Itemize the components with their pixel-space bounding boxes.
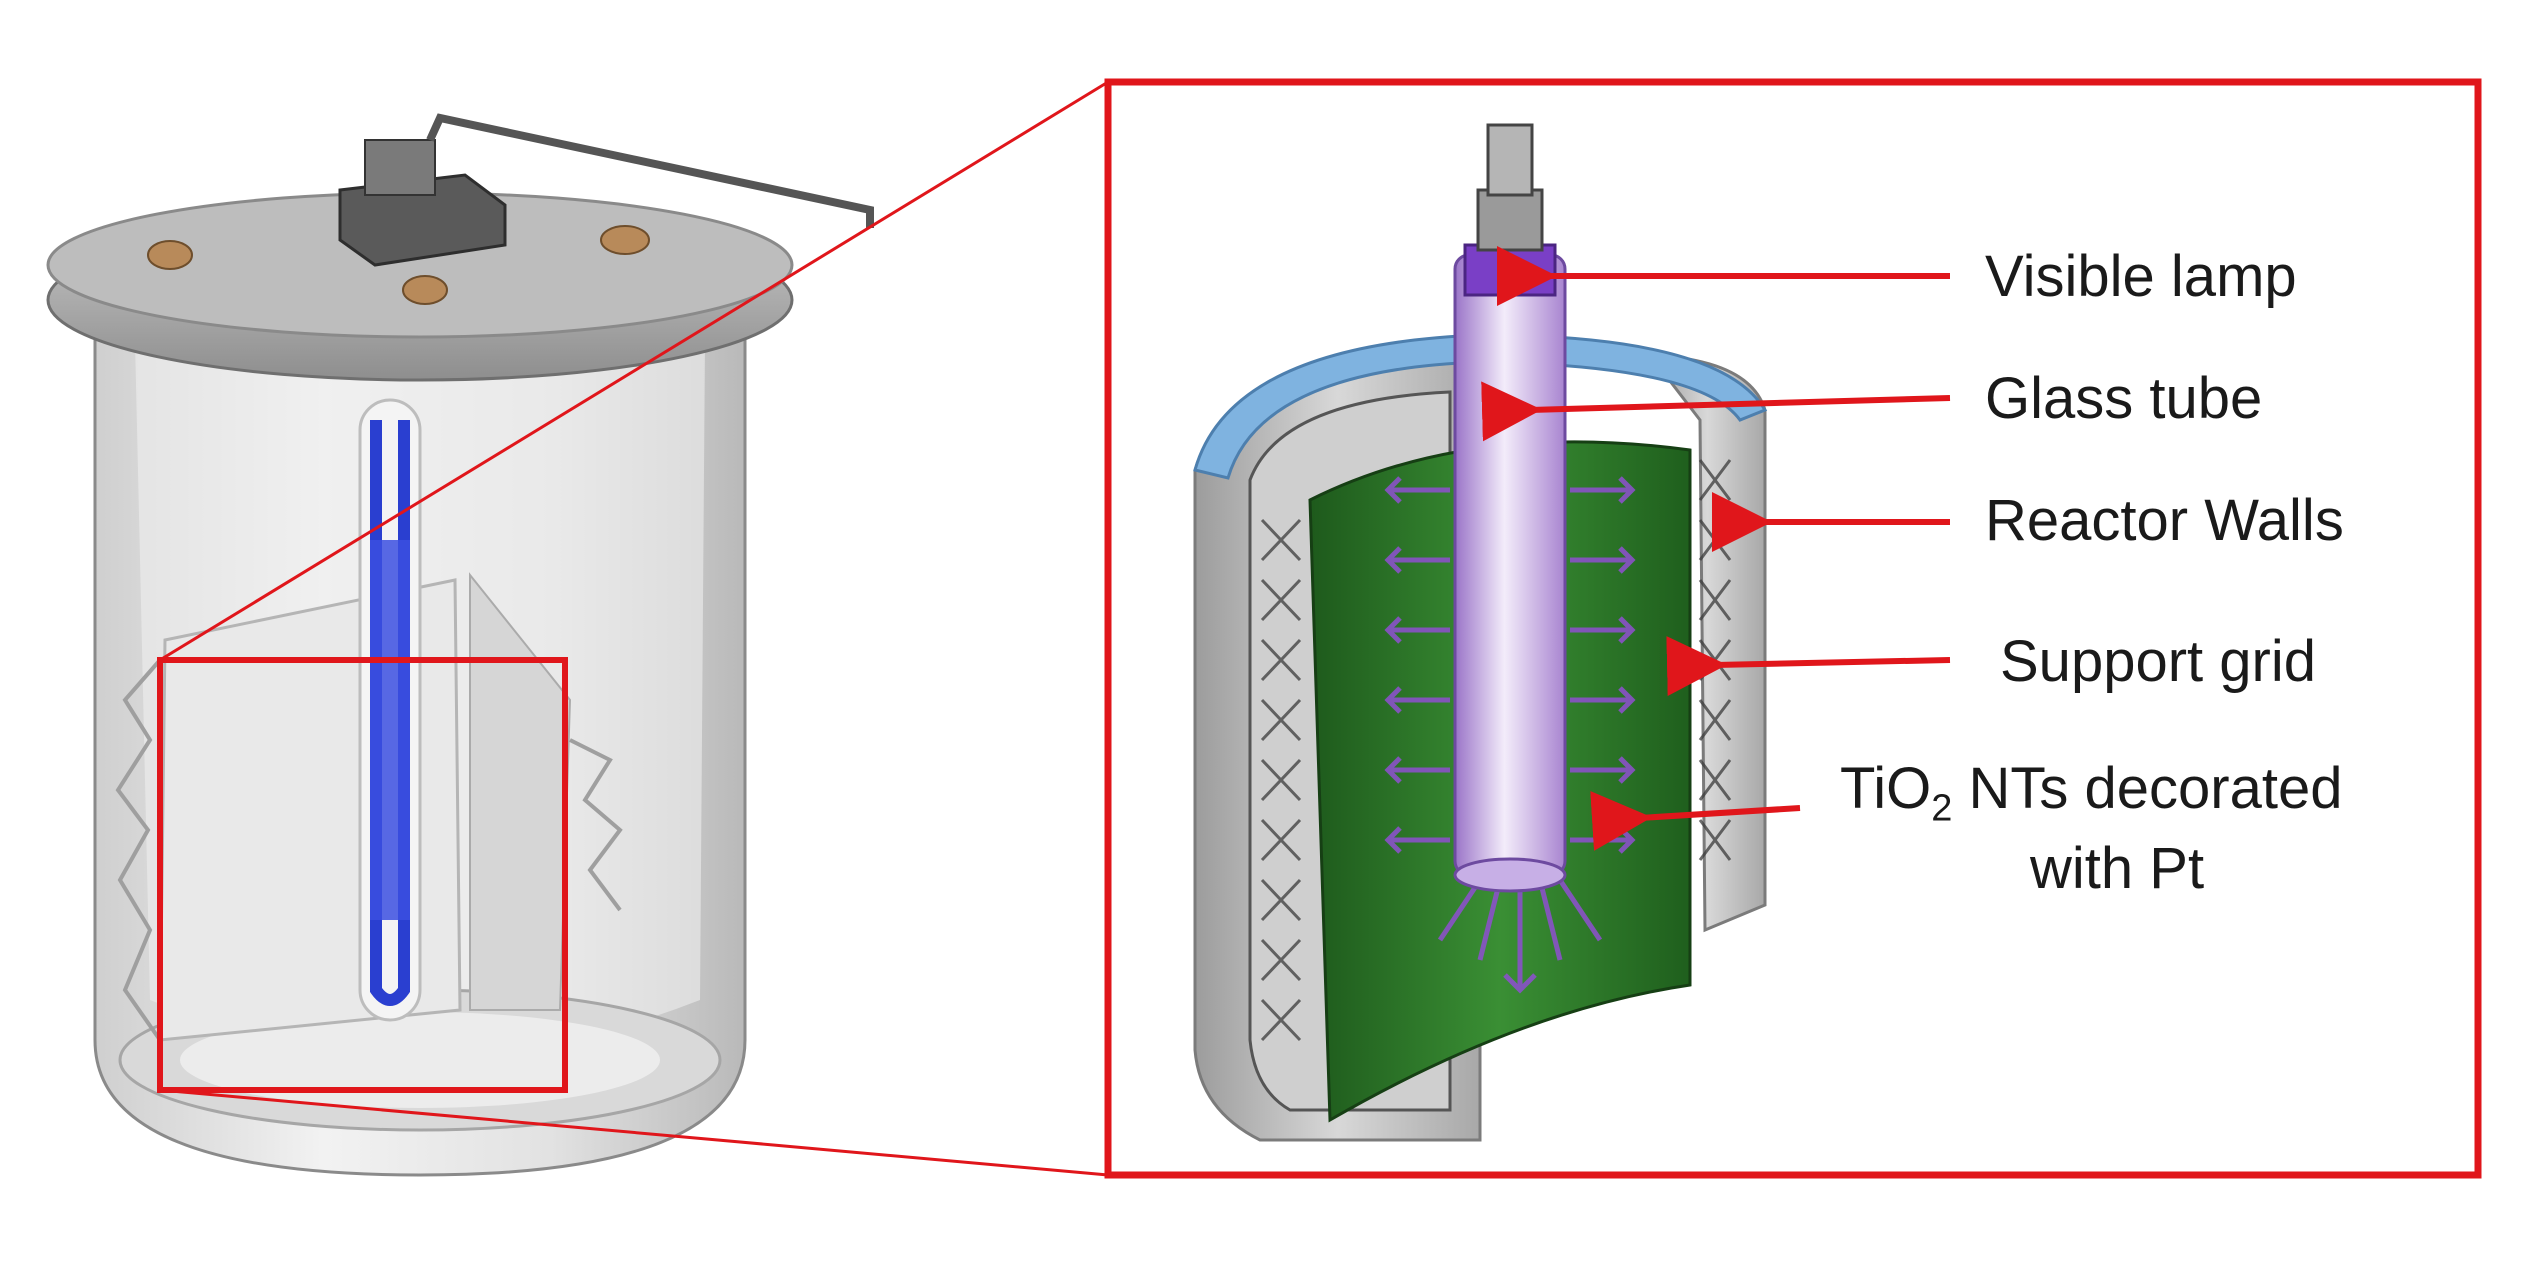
zoom-region-box (157, 657, 568, 1093)
lamp-connector (364, 139, 436, 196)
zoom-line-top (159, 80, 1109, 662)
label-reactor-walls: Reactor Walls (1985, 488, 2344, 553)
lamp-u-tube (370, 420, 410, 1006)
lid-port-left (147, 240, 193, 270)
tio2-suffix: NTs decorated (1952, 756, 2343, 821)
cut-edge-right (569, 738, 623, 912)
reactor-rim (1193, 333, 1768, 480)
detail-panel (1104, 78, 2482, 1179)
jar-bottom-inner (180, 1012, 660, 1108)
label-visible-lamp: Visible lamp (1985, 244, 2297, 309)
lamp-glow (370, 540, 410, 920)
arrow-support-grid (1666, 636, 1951, 697)
lamp-socket (1476, 188, 1544, 252)
arrow-tio2 (1590, 791, 1801, 851)
arrow-glass-tube (1481, 381, 1951, 442)
lamp-plug (1486, 123, 1534, 197)
label-tio2-line1: TiO2 NTs decorated (1840, 760, 2343, 828)
lamp-cable (426, 113, 874, 228)
label-support-grid: Support grid (2000, 629, 2316, 694)
zoom-line-bottom (159, 1088, 1109, 1177)
tio2-prefix: TiO (1840, 756, 1932, 821)
glass-tube-bottom (1453, 857, 1567, 893)
lamp-top (1463, 243, 1557, 297)
lamp-housing (338, 173, 507, 267)
tio2-subscript: 2 (1931, 787, 1953, 830)
lid-port-center (402, 275, 448, 305)
cut-edge-left (115, 658, 162, 1042)
label-tio2-line2: with Pt (2030, 836, 2205, 901)
label-glass-tube: Glass tube (1985, 366, 2263, 431)
lid-port-right (600, 225, 650, 255)
light-rays (1384, 476, 1636, 994)
reactor-jar (46, 113, 874, 1177)
glass-tube (1453, 253, 1567, 877)
